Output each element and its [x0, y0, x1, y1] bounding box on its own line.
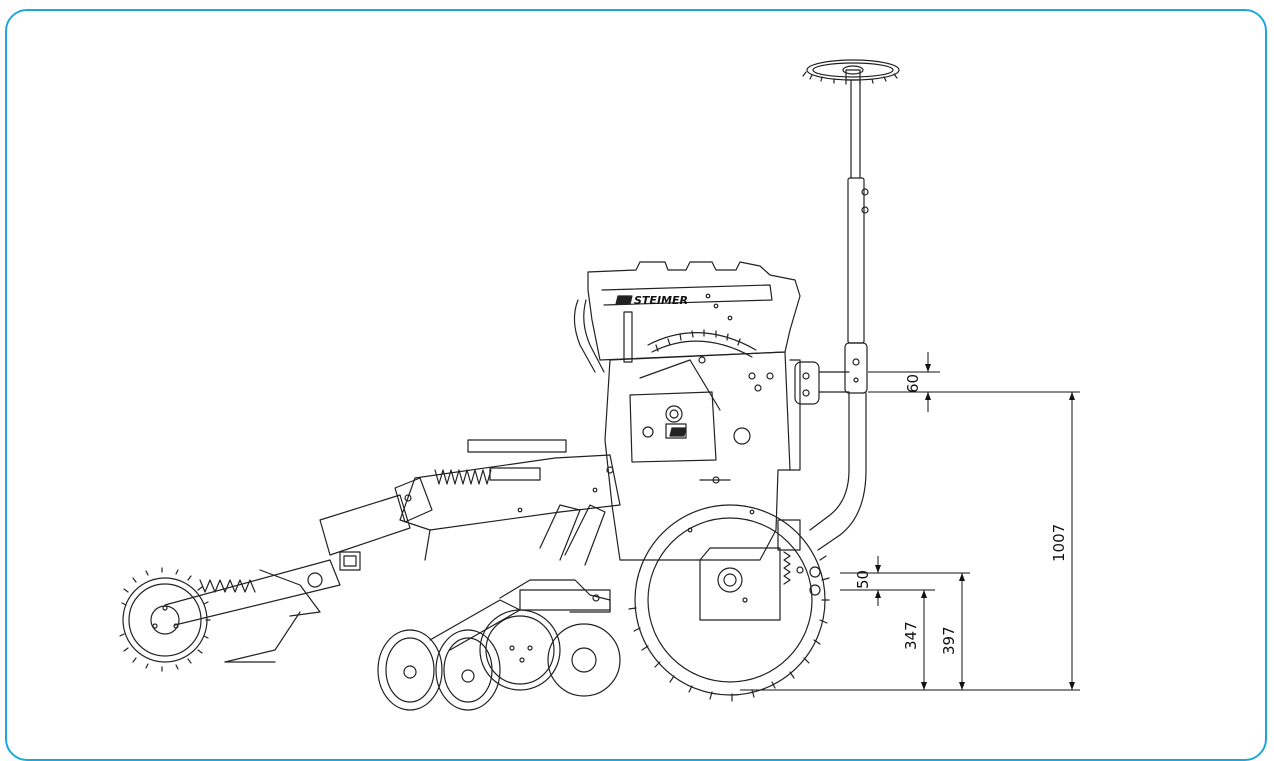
front-spoked-wheel [119, 567, 211, 672]
dimension-label-axle-step: 50 [854, 570, 872, 589]
wheel-shock [777, 519, 821, 596]
dimension-label-axle-height-low: 347 [902, 621, 920, 650]
hitch-bracket [794, 361, 850, 405]
dimension-label-overall-height: 1007 [1050, 524, 1068, 562]
row-cleaner-arm [164, 494, 411, 663]
front-frame-arm [394, 439, 621, 561]
marker-disc-top [802, 59, 900, 85]
brand-logo-badge [615, 295, 687, 437]
brand-name-text: STEIMER [634, 294, 688, 307]
dimension-label-axle-height-high: 397 [940, 626, 958, 655]
dimension-label-hitch-step: 60 [904, 374, 922, 393]
press-wheels [377, 599, 521, 711]
marker-pole [809, 79, 869, 551]
opener-discs [479, 504, 621, 697]
drive-wheel [628, 504, 830, 702]
seed-hopper [573, 261, 801, 392]
